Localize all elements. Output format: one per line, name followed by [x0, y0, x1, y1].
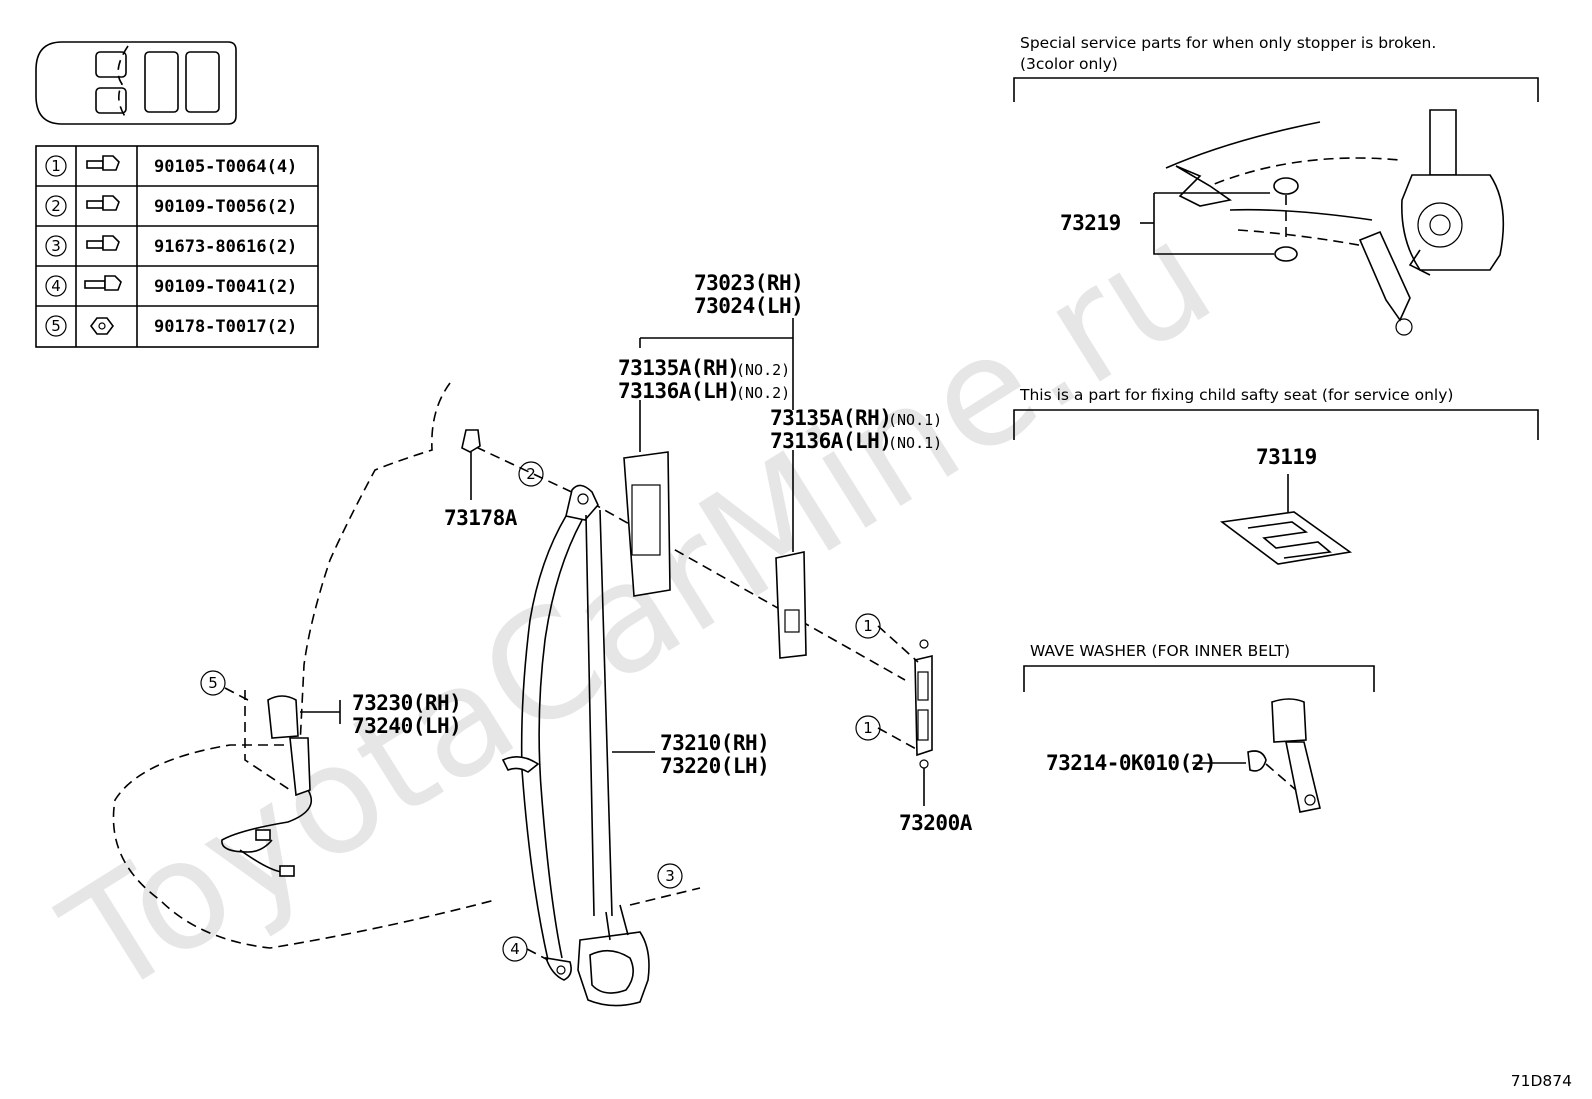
bolt-icon [86, 155, 120, 171]
part-number: 90109-T0056(2) [154, 197, 297, 217]
adjuster-part [877, 625, 933, 806]
svg-text:1: 1 [863, 719, 873, 737]
label-cover-no2-lh-tag: (NO.2) [736, 384, 790, 402]
row-number: 1 [51, 157, 61, 175]
label-stopper: 73219 [1060, 211, 1121, 235]
row-number: 5 [51, 317, 61, 335]
label-outer-belt-rh: 73210(RH) [660, 731, 769, 755]
cover-no2-part [623, 451, 671, 597]
svg-text:3: 3 [665, 867, 675, 885]
buckle-part [221, 695, 341, 877]
outer-belt-part [501, 484, 613, 981]
label-buckle-rh: 73230(RH) [352, 691, 461, 715]
bolt-icon [84, 275, 122, 291]
label-wave-washer: 73214-0K010(2) [1046, 751, 1216, 775]
stopper-inset: Special service parts for when only stop… [1013, 34, 1539, 336]
table-row: 4 90109-T0041(2) [45, 275, 297, 297]
table-row: 2 90109-T0056(2) [45, 195, 297, 217]
callout-5: 5 [200, 670, 249, 701]
child-seat-inset: This is a part for fixing child safty se… [1013, 386, 1539, 565]
part-number: 90109-T0041(2) [154, 277, 297, 297]
clip-part [461, 429, 481, 500]
svg-text:2: 2 [526, 465, 536, 483]
svg-text:1: 1 [863, 617, 873, 635]
table-row: 5 90178-T0017(2) [45, 315, 297, 337]
vehicle-location-icon [35, 41, 237, 125]
wave-washer-inset: WAVE WASHER (FOR INNER BELT) 73214-0K010… [1023, 642, 1375, 813]
callout-1a: 1 [855, 613, 881, 639]
stopper-note-line1: Special service parts for when only stop… [1020, 34, 1436, 52]
part-number: 90178-T0017(2) [154, 317, 297, 337]
bolt-icon [86, 235, 120, 251]
label-buckle-lh: 73240(LH) [352, 714, 461, 738]
callout-2: 2 [518, 461, 544, 487]
callout-4: 4 [502, 936, 549, 962]
bolt-icon [86, 195, 120, 211]
callout-1b: 1 [855, 715, 881, 741]
watermark: ToyotaCarMine.ru [36, 189, 1240, 1031]
svg-text:4: 4 [510, 940, 520, 958]
wave-washer-note: WAVE WASHER (FOR INNER BELT) [1030, 642, 1290, 660]
label-cover-no2-lh: 73136A(LH) [618, 379, 739, 403]
label-belt-assy-rh: 73023(RH) [694, 271, 803, 295]
label-clip: 73178A [444, 506, 518, 530]
part-number: 90105-T0064(4) [154, 157, 297, 177]
label-cover-no1-lh-tag: (NO.1) [888, 434, 942, 452]
row-number: 2 [51, 197, 61, 215]
label-adjuster: 73200A [899, 811, 973, 835]
table-row: 1 90105-T0064(4) [45, 155, 297, 177]
label-cover-no1-rh: 73135A(RH) [770, 406, 891, 430]
stopper-note-line2: (3color only) [1020, 55, 1118, 73]
label-outer-belt-lh: 73220(LH) [660, 754, 769, 778]
label-cover-no1-rh-tag: (NO.1) [888, 411, 942, 429]
svg-text:5: 5 [208, 674, 218, 692]
cover-no1-part [775, 551, 807, 659]
label-cover-no2-rh-tag: (NO.2) [736, 361, 790, 379]
callout-3: 3 [657, 863, 683, 889]
diagram-code: 71D874 [1511, 1072, 1572, 1090]
callout-circle-1 [45, 155, 67, 177]
label-child-seat-part: 73119 [1256, 445, 1317, 469]
seat-outline [112, 382, 496, 949]
child-seat-note: This is a part for fixing child safty se… [1019, 386, 1453, 404]
row-number: 4 [51, 277, 61, 295]
label-cover-no2-rh: 73135A(RH) [618, 356, 739, 380]
fastener-table: 1 90105-T0064(4) 2 90109-T0056(2) 3 9167 [35, 145, 319, 348]
part-number: 91673-80616(2) [154, 237, 297, 257]
retractor-part [577, 887, 701, 1007]
row-number: 3 [51, 237, 61, 255]
label-belt-assy-lh: 73024(LH) [694, 294, 803, 318]
table-row: 3 91673-80616(2) [45, 235, 297, 257]
nut-icon [90, 317, 114, 335]
label-cover-no1-lh: 73136A(LH) [770, 429, 891, 453]
